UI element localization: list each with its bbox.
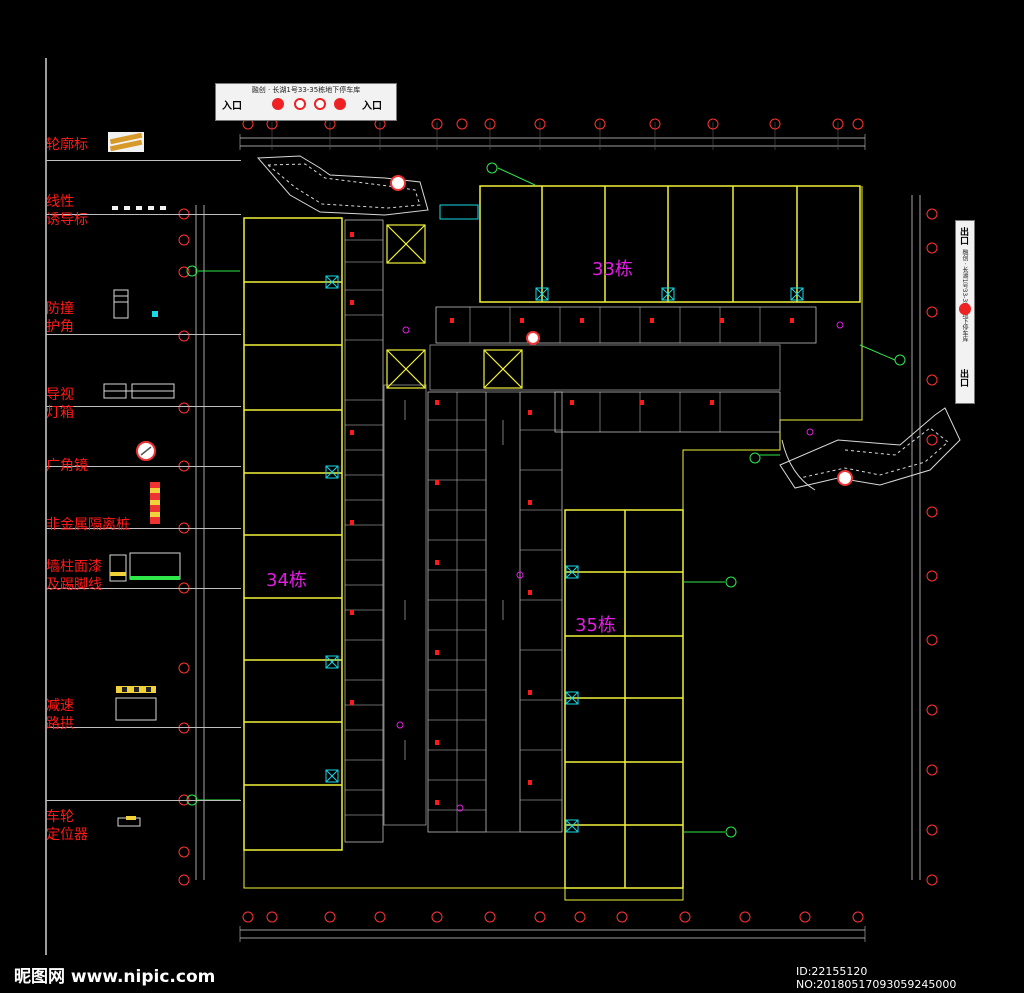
- legend-linear-guide-label: 线性 诱导标: [46, 194, 88, 228]
- axis-grid: [271, 122, 839, 150]
- wheel-stopper-icon: [117, 816, 141, 827]
- stair-cores: [325, 204, 804, 833]
- stall-dividers: [345, 239, 761, 832]
- no-parking-icon: [294, 98, 306, 110]
- legend-anti-collision-label: 防撞 护角: [46, 301, 74, 335]
- legend-wide-angle-mirror-label: 广角镜: [46, 458, 88, 474]
- axis-bubbles-right: [926, 208, 938, 886]
- legend-rule-9: [46, 800, 241, 801]
- legend-rule-3: [46, 334, 241, 335]
- entrance-sign-title: 融创 · 长湖1号33-35栋地下停车库: [251, 86, 361, 94]
- legend-rule-1: [46, 160, 241, 161]
- axis-bubbles-left: [178, 208, 190, 886]
- linear-guide-icon: [112, 206, 166, 210]
- axis-bubbles-bottom: [242, 911, 864, 923]
- axis-bubbles-top: [242, 118, 864, 130]
- convex-mirror-icon: [136, 441, 156, 461]
- legend-rule-8: [46, 727, 241, 728]
- warning-circles: [390, 175, 853, 486]
- no-entry-icon-side: [959, 303, 971, 315]
- wall-column-icon: [109, 552, 181, 582]
- watermark-site: 昵图网 www.nipic.com: [14, 967, 216, 987]
- basement-outline: [243, 186, 863, 901]
- core-shafts: [386, 224, 523, 389]
- leaders: [186, 162, 906, 838]
- dimension-frame: [195, 137, 921, 939]
- legend-rule-4: [46, 406, 241, 407]
- legend-icons: [103, 132, 181, 827]
- legend-wall-column-label: 墙柱面漆 及踢脚线: [46, 559, 102, 593]
- legend-rule-5: [46, 466, 241, 467]
- building-33-label: 33栋: [592, 259, 633, 280]
- legend-wheel-stopper-label: 车轮 定位器: [46, 809, 88, 843]
- corner-guard-icon: [113, 289, 158, 319]
- building-35-label: 35栋: [575, 615, 616, 636]
- legend-speed-bump-label: 减速 路拱: [46, 698, 74, 732]
- legend-rule-2: [46, 214, 241, 215]
- speed-limit-icon: [314, 98, 326, 110]
- exit-sign-title: 融创 · 长湖1号33-35栋地下停车库: [961, 249, 968, 342]
- legend-non-metal-barrier-label: 非金属隔离桩: [46, 517, 130, 533]
- watermark-id: ID:22155120 NO:20180517093059245000: [796, 965, 957, 991]
- legend-rule-6: [46, 528, 241, 529]
- building-34-block: [243, 217, 343, 851]
- entrance-right-label: 入口: [362, 101, 382, 112]
- exit-sign: 出口 融创 · 长湖1号33-35栋地下停车库 出口: [955, 220, 975, 404]
- outline-marker-icon: [108, 132, 144, 152]
- exit-bottom-label: 出口: [958, 369, 968, 387]
- entrance-sign: 融创 · 长湖1号33-35栋地下停车库 入口 入口: [215, 83, 397, 121]
- exit-top-label: 出口: [958, 227, 968, 245]
- no-entry-icon: [272, 98, 284, 110]
- building-33-block: [479, 185, 861, 303]
- drive-lanes: [383, 344, 781, 833]
- ramp-right: [779, 407, 961, 489]
- speed-bump-icon: [115, 686, 157, 721]
- parking-stalls: [344, 219, 817, 843]
- light-box-icon: [103, 383, 175, 399]
- fire-markers: [350, 232, 794, 805]
- legend-rule-7: [46, 588, 241, 589]
- building-34-label: 34栋: [266, 570, 307, 591]
- no-turn-icon: [334, 98, 346, 110]
- legend-outline-label: 轮廓标: [46, 137, 88, 153]
- legend-light-box-label: 导视 灯箱: [46, 387, 74, 421]
- building-35-block: [564, 509, 684, 889]
- barrier-post-icon: [150, 482, 160, 524]
- exit-curve: [781, 439, 816, 491]
- entrance-left-label: 入口: [222, 101, 242, 112]
- dimension-ticks: [239, 134, 866, 942]
- ramp-top-left: [256, 155, 429, 216]
- magenta-markers: [396, 321, 844, 812]
